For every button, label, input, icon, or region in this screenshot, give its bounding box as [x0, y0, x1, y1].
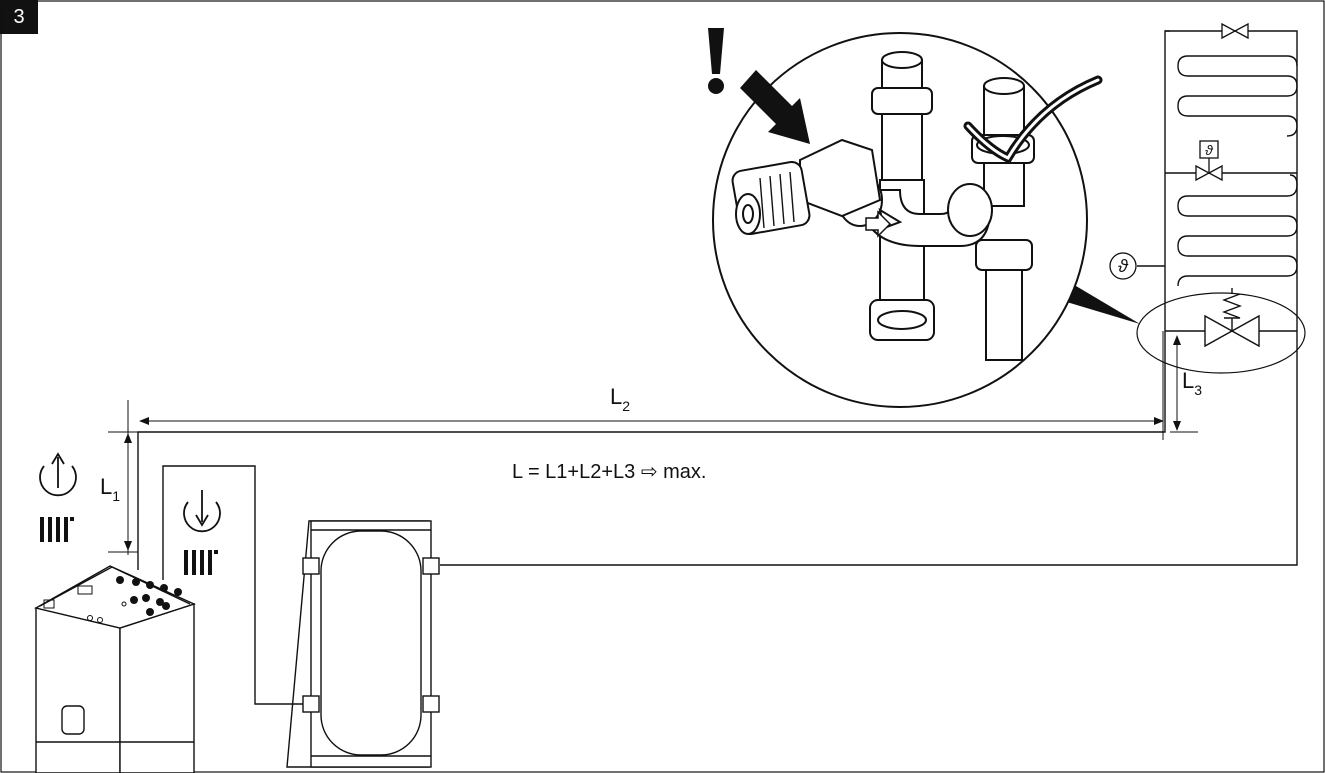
length-formula: L = L1+L2+L3 ⇨ max. — [512, 461, 706, 483]
dimension-l3-label: L3 — [1182, 368, 1202, 398]
thermostatic-valve-theta-icon: ϑ — [1195, 140, 1223, 182]
return-pipe — [162, 465, 305, 705]
svg-text:ϑ: ϑ — [1205, 142, 1214, 158]
dimension-lines — [108, 331, 1198, 555]
heat-pump-details — [43, 585, 127, 623]
warning-arrow-icon — [740, 70, 810, 144]
heating-flow-up-arrow-radiator-icon — [39, 452, 77, 542]
dimension-l2-label: L2 — [610, 384, 630, 414]
buffer-storage-tank — [286, 520, 440, 768]
heat-pump-indoor-unit — [34, 565, 196, 773]
floor-heating-loop-lower — [1177, 174, 1298, 287]
svg-text:ϑ: ϑ — [1118, 256, 1129, 276]
flow-pipe — [137, 30, 1298, 570]
dimension-l1-label: L1 — [100, 474, 120, 504]
shutoff-valve — [1221, 22, 1249, 40]
floor-heating-loop-upper — [1177, 55, 1298, 137]
overflow-valve — [1204, 288, 1260, 348]
magnified-detail — [712, 32, 1140, 408]
warning-exclamation-icon — [708, 28, 724, 94]
figure-number-badge: 3 — [0, 0, 38, 34]
thermometer-theta-icon: ϑ — [1109, 252, 1137, 280]
valve-highlight-ellipse — [1136, 292, 1306, 374]
heat-pump-connections — [116, 576, 182, 616]
heating-return-down-arrow-radiator-icon — [183, 490, 221, 575]
